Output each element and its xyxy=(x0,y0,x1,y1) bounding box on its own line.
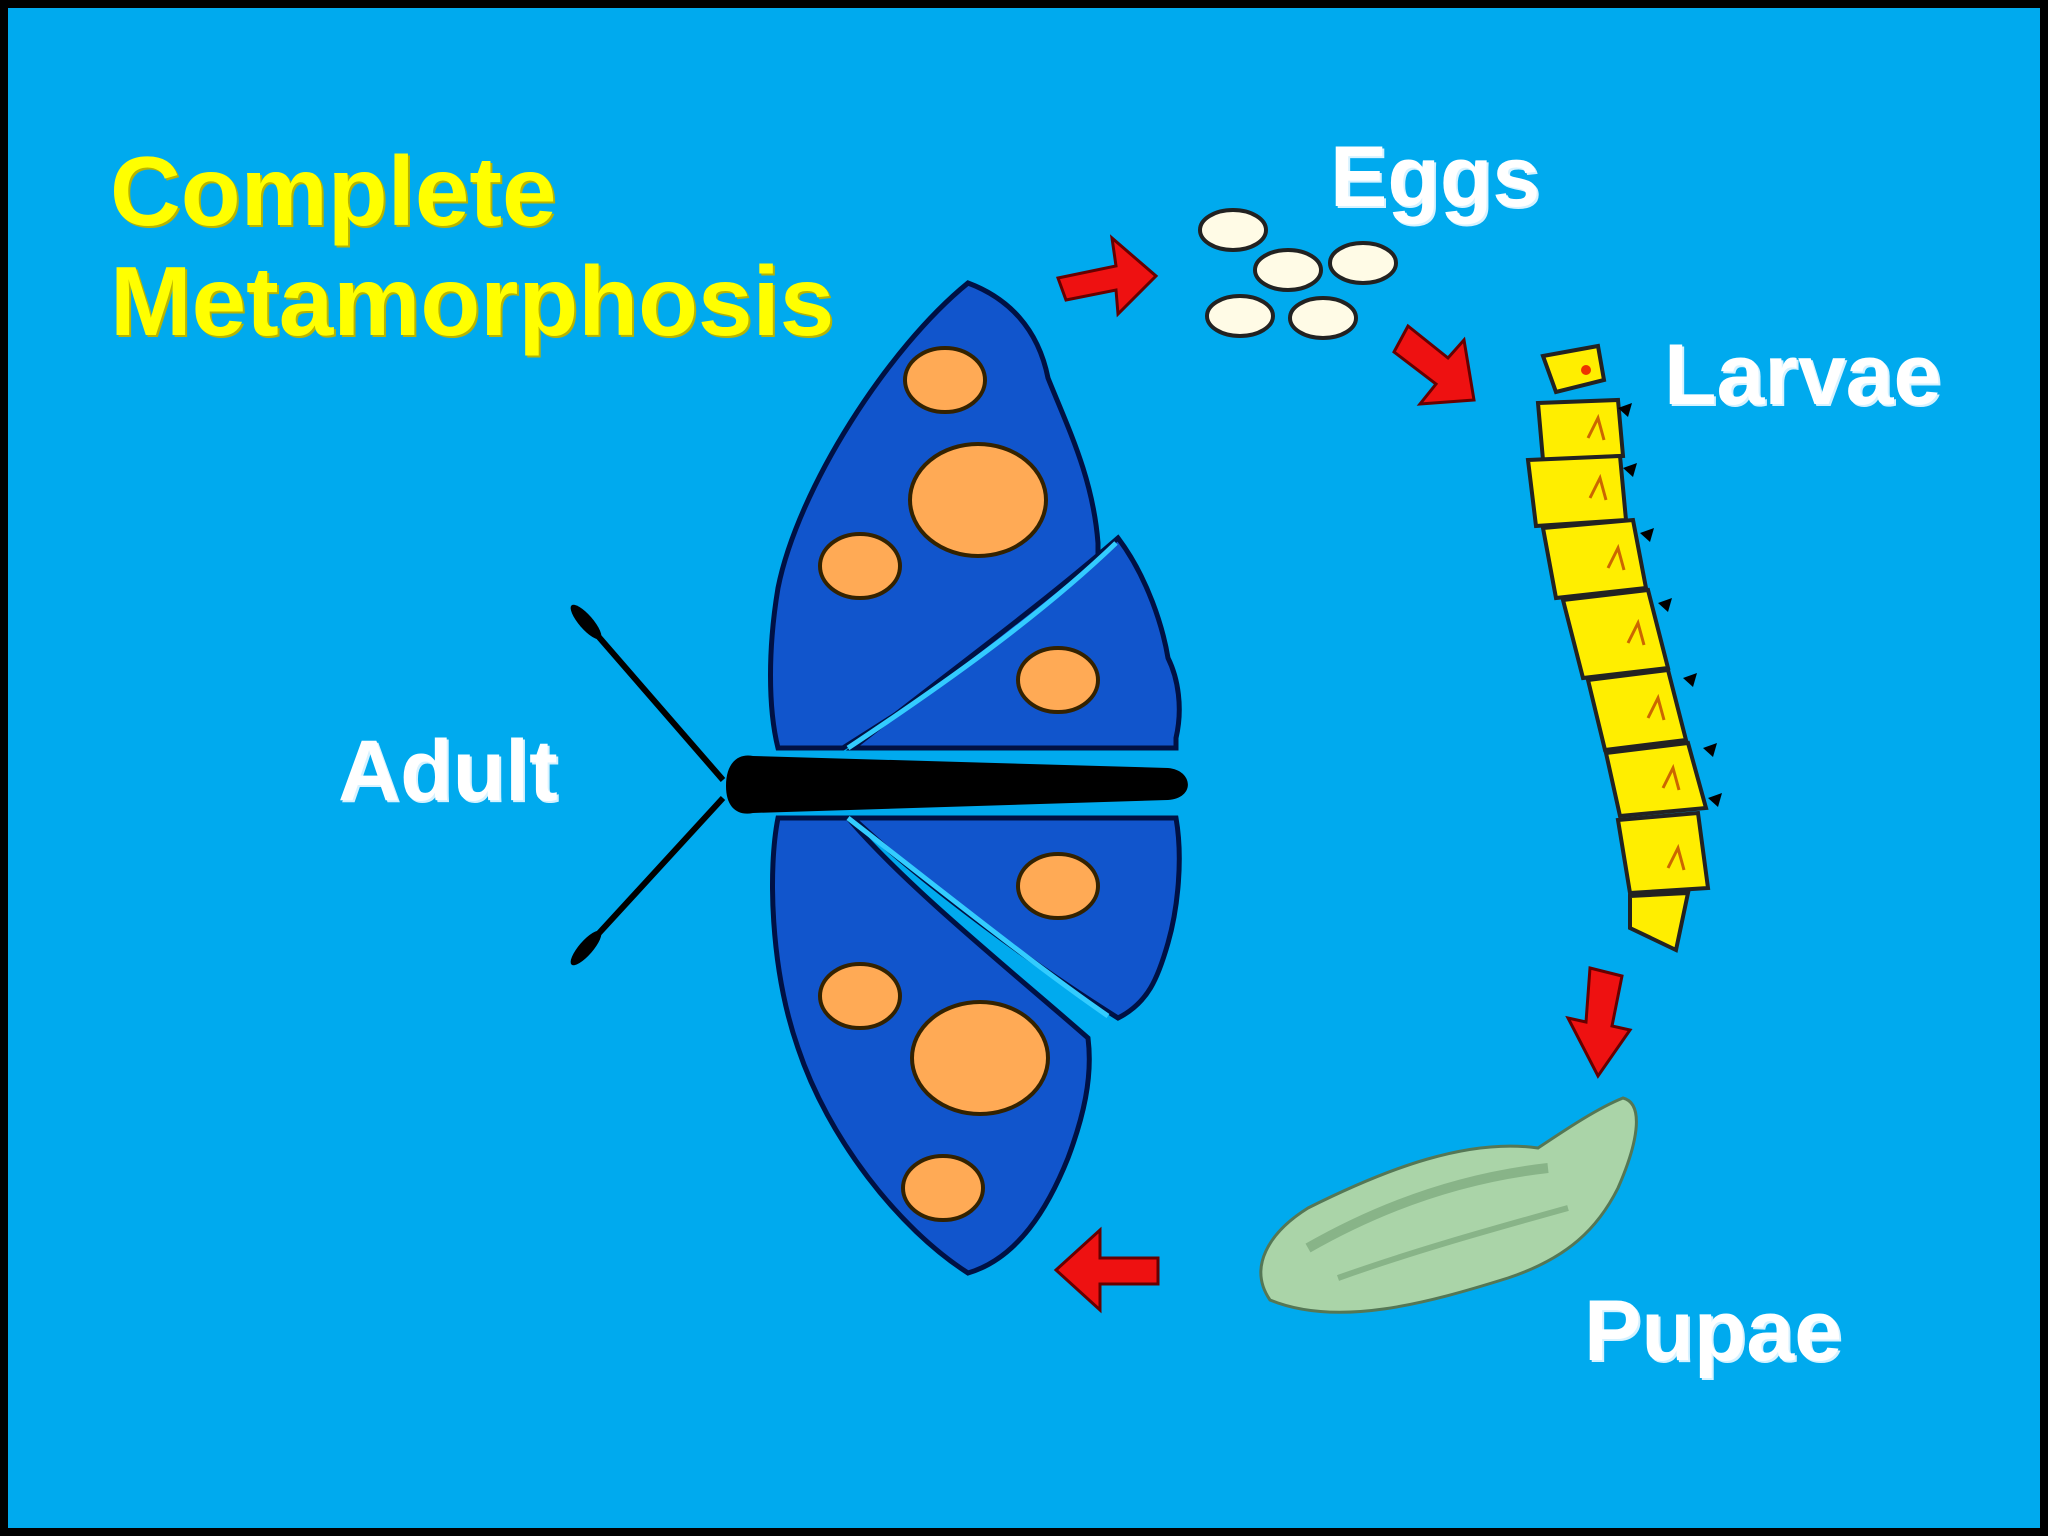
title-line-1: Complete xyxy=(110,136,557,246)
slide: Complete Metamorphosis xyxy=(8,8,2040,1528)
butterfly-body xyxy=(726,755,1188,814)
life-cycle-illustration xyxy=(570,208,1722,1314)
diagram-title: Complete Metamorphosis xyxy=(110,136,834,356)
larva xyxy=(1525,343,1722,953)
antennae xyxy=(570,604,726,966)
stage-label-eggs: Eggs xyxy=(1330,129,1541,225)
arrow-pupae-to-adult xyxy=(1053,1226,1160,1314)
arrow-eggs-to-larvae xyxy=(1392,323,1476,406)
stage-label-larvae: Larvae xyxy=(1664,327,1942,423)
arrow-adult-to-eggs xyxy=(1055,234,1159,318)
adult-butterfly xyxy=(570,280,1188,1276)
title-line-2: Metamorphosis xyxy=(110,246,835,356)
stage-label-adult: Adult xyxy=(338,723,558,819)
arrow-larvae-to-pupae xyxy=(1565,966,1633,1079)
pupa xyxy=(1259,1096,1638,1314)
eggs-cluster xyxy=(1198,208,1398,340)
stage-label-pupae: Pupae xyxy=(1584,1283,1843,1379)
wing-spots xyxy=(818,346,1100,1222)
upper-hindwing xyxy=(845,534,1182,751)
